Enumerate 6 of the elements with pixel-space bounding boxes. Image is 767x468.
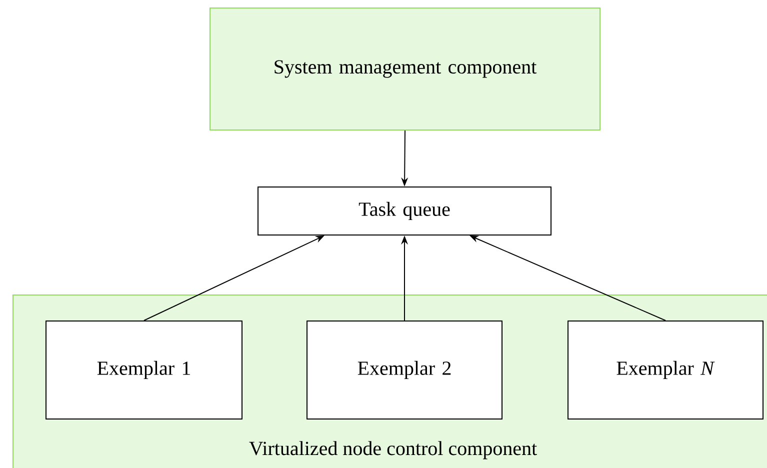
group-label: Virtualized node control component <box>249 441 537 460</box>
process-box: Exemplar N <box>568 320 764 420</box>
process-box: Exemplar 2 <box>306 320 502 420</box>
process-box: System management component <box>210 8 600 130</box>
process-box: Task queue <box>258 186 552 236</box>
process-box: Exemplar 1 <box>46 320 242 420</box>
